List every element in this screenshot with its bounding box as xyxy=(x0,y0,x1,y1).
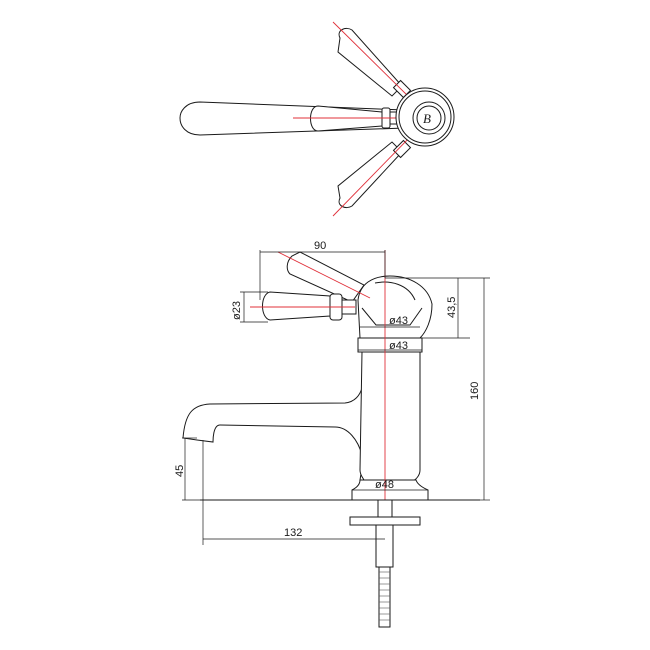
side-view: 90 ø23 43,5 ø43 ø43 ø48 160 45 132 xyxy=(174,240,490,628)
lower-lever-top xyxy=(332,134,413,217)
top-view: B xyxy=(179,21,455,217)
upper-lever-top xyxy=(332,21,413,101)
dim-cap-diameter: ø43 xyxy=(389,315,408,327)
dim-handle-reach: 90 xyxy=(314,240,326,252)
upper-lever-side xyxy=(277,251,371,303)
dim-spout-height: 45 xyxy=(174,465,186,477)
logo-emblem xyxy=(416,105,442,131)
dim-handle-diameter: ø23 xyxy=(231,301,243,320)
body-column xyxy=(359,351,421,481)
dim-base-diameter: ø48 xyxy=(375,479,394,491)
threaded-rod xyxy=(378,566,391,628)
fixing-plate xyxy=(349,516,421,526)
head-dome xyxy=(357,275,433,339)
dim-body-diameter: ø43 xyxy=(389,340,408,352)
threaded-stud xyxy=(377,499,393,519)
fixing-nut xyxy=(375,524,394,568)
dim-total-height: 160 xyxy=(469,382,481,400)
lower-lever-side xyxy=(250,291,357,321)
dim-body-top-height: 43,5 xyxy=(446,297,458,318)
logo-letter-icon: B xyxy=(423,111,431,126)
dim-spout-reach: 132 xyxy=(284,527,302,539)
